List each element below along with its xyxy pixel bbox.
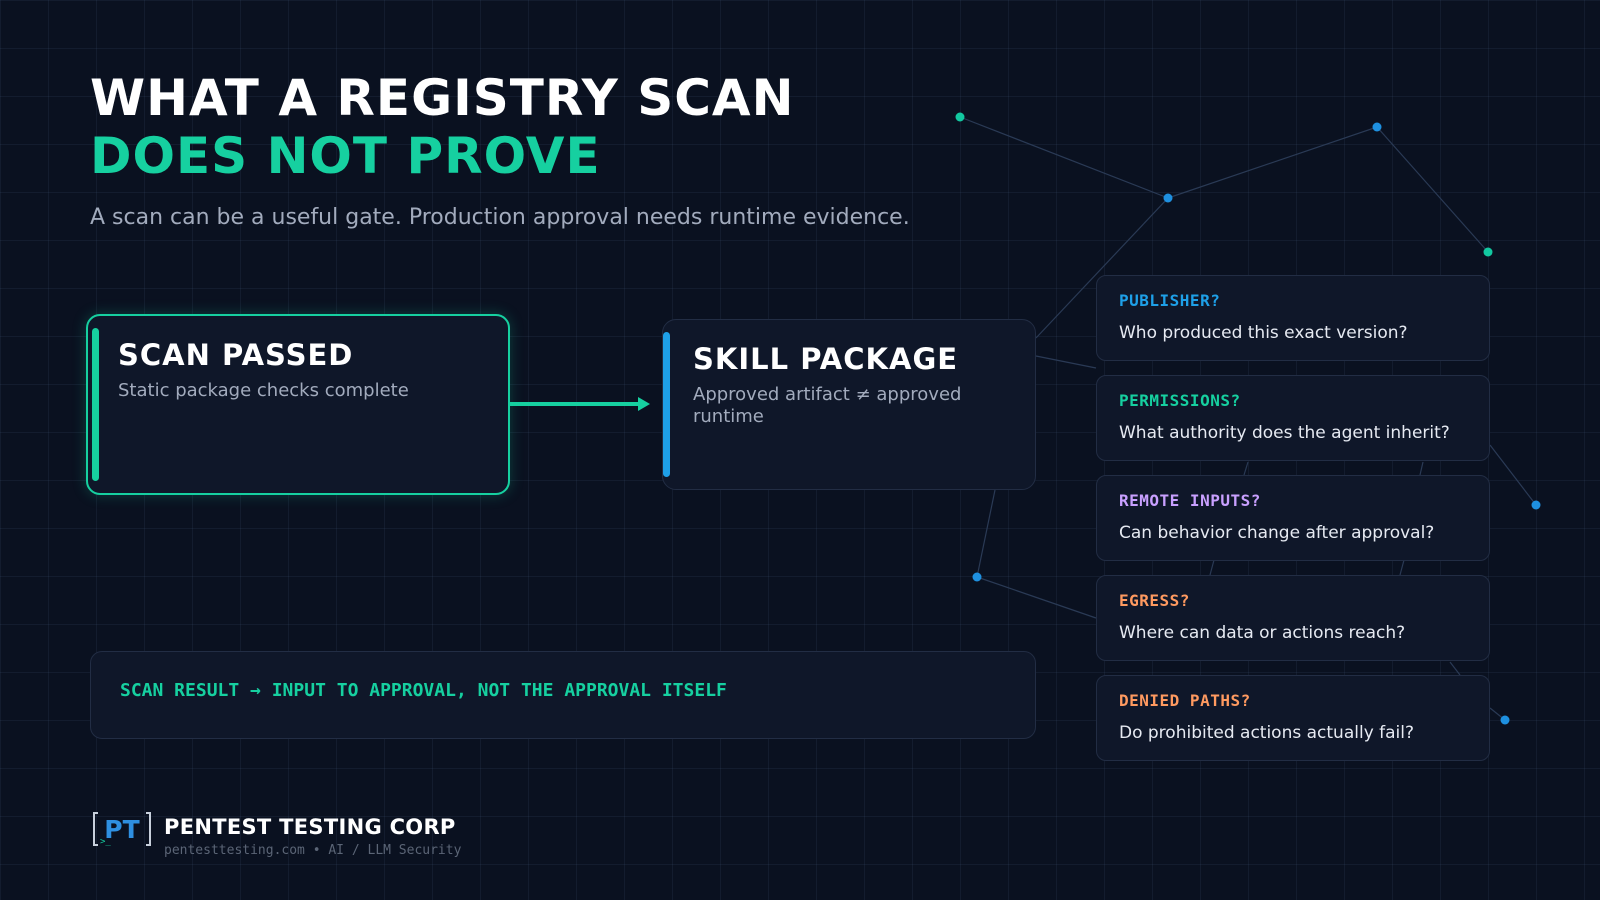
question-card-publisher: PUBLISHER? Who produced this exact versi… (1096, 275, 1490, 361)
scan-result-banner: SCAN RESULT → INPUT TO APPROVAL, NOT THE… (90, 651, 1036, 739)
scan-passed-card: SCAN PASSED Static package checks comple… (86, 314, 510, 495)
network-node (1500, 715, 1510, 725)
logo-letters: PT (104, 815, 139, 844)
question-title: PERMISSIONS? (1119, 391, 1241, 410)
card-accent-bar (92, 328, 99, 481)
skill-package-heading: SKILL PACKAGE (693, 342, 959, 376)
question-card-permissions: PERMISSIONS? What authority does the age… (1096, 375, 1490, 461)
page-title-line-1: WHAT A REGISTRY SCAN (90, 69, 795, 127)
network-node (1531, 500, 1541, 510)
scan-passed-heading: SCAN PASSED (118, 338, 354, 372)
network-node (1163, 193, 1173, 203)
scan-result-text: SCAN RESULT → INPUT TO APPROVAL, NOT THE… (120, 680, 727, 701)
question-text: Where can data or actions reach? (1119, 623, 1406, 643)
question-text: What authority does the agent inherit? (1119, 423, 1450, 443)
flow-arrow (505, 397, 650, 411)
question-text: Who produced this exact version? (1119, 323, 1408, 343)
scan-passed-description: Static package checks complete (118, 380, 409, 401)
page-subtitle: A scan can be a useful gate. Production … (90, 205, 910, 230)
question-card-remote-inputs: REMOTE INPUTS? Can behavior change after… (1096, 475, 1490, 561)
brand-tagline: pentesttesting.com • AI / LLM Security (164, 843, 462, 858)
question-title: REMOTE INPUTS? (1119, 491, 1261, 510)
network-node (1372, 122, 1382, 132)
question-title: EGRESS? (1119, 591, 1190, 610)
question-card-egress: EGRESS? Where can data or actions reach? (1096, 575, 1490, 661)
network-node (955, 112, 965, 122)
card-accent-bar (663, 332, 670, 477)
question-card-denied-paths: DENIED PATHS? Do prohibited actions actu… (1096, 675, 1490, 761)
skill-package-description: Approved artifact ≠ approved runtime (693, 384, 962, 427)
brand-name: PENTEST TESTING CORP (164, 815, 456, 839)
page-title-line-2: DOES NOT PROVE (90, 127, 601, 185)
svg-text:>_: >_ (100, 837, 111, 847)
skill-package-card: SKILL PACKAGE Approved artifact ≠ approv… (662, 319, 1036, 490)
question-title: PUBLISHER? (1119, 291, 1221, 310)
question-text: Do prohibited actions actually fail? (1119, 723, 1415, 743)
pentest-logo-icon: PT >_ (93, 812, 151, 847)
question-text: Can behavior change after approval? (1119, 523, 1435, 543)
network-node (972, 572, 982, 582)
network-node (1483, 247, 1493, 257)
question-title: DENIED PATHS? (1119, 691, 1251, 710)
